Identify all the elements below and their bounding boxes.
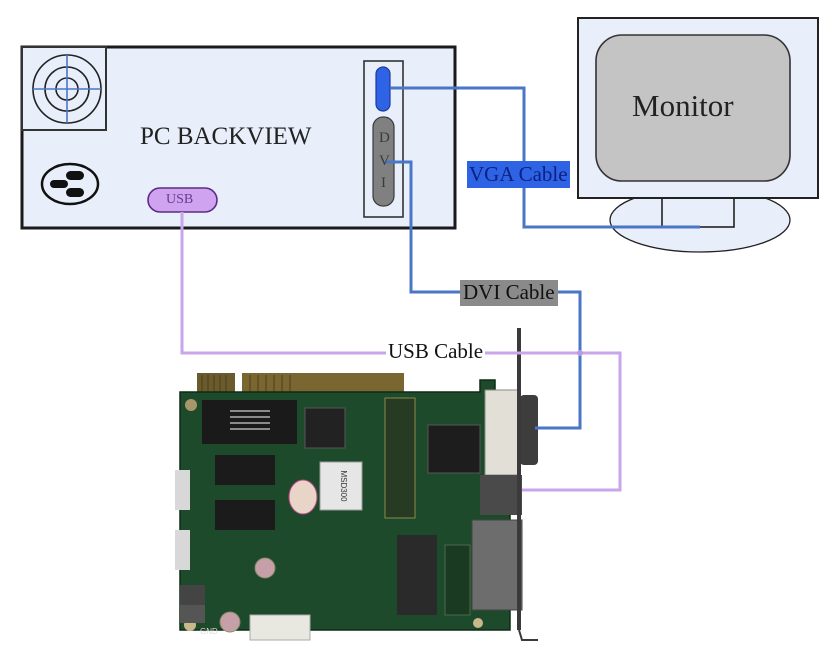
ic-chip xyxy=(304,407,346,449)
monitor-title: Monitor xyxy=(632,88,734,123)
db-connector xyxy=(471,519,523,611)
dvi-connector xyxy=(484,389,521,476)
fan-icon xyxy=(21,46,107,131)
chip-label-sticker xyxy=(319,461,363,511)
power-socket-icon xyxy=(40,162,100,206)
monitor xyxy=(577,17,819,253)
gnd-label: GND xyxy=(200,627,218,636)
dvi-port-letter: D xyxy=(379,130,390,146)
hologram-sticker xyxy=(288,479,318,515)
led-sending-card: MSD300 GND xyxy=(175,328,538,641)
side-connector xyxy=(175,470,190,510)
mount-hole xyxy=(473,618,483,628)
vga-cable-label: VGA Cable xyxy=(467,161,570,188)
usb-port-label: USB xyxy=(166,192,194,207)
pc-backview xyxy=(20,45,457,230)
ribbon-connector xyxy=(384,397,416,519)
dvi-cable-label: DVI Cable xyxy=(460,280,558,306)
mount-hole xyxy=(185,399,197,411)
dvi-port-letter: I xyxy=(381,175,386,191)
pc-backview-title: PC BACKVIEW xyxy=(140,123,312,150)
usb-connector xyxy=(480,475,522,515)
driver-chip xyxy=(397,535,437,615)
vga-cable xyxy=(390,86,700,229)
usb-cable-label: USB Cable xyxy=(386,339,486,363)
capacitor xyxy=(254,557,276,579)
side-connector xyxy=(175,530,190,570)
button xyxy=(180,605,205,623)
memory-chip xyxy=(215,455,275,485)
pin-header xyxy=(444,544,471,616)
cable-crossing xyxy=(577,350,583,356)
power-connector xyxy=(249,614,311,641)
fpga-chip xyxy=(427,424,481,474)
vga-port xyxy=(375,66,391,112)
chip-label: MSD300 xyxy=(339,470,348,502)
button xyxy=(180,585,205,605)
memory-chip xyxy=(215,500,275,530)
usb-cable xyxy=(180,212,622,492)
dvi-port-letter: V xyxy=(379,153,390,169)
capacitor xyxy=(219,611,241,633)
monitor-screen xyxy=(595,34,791,182)
